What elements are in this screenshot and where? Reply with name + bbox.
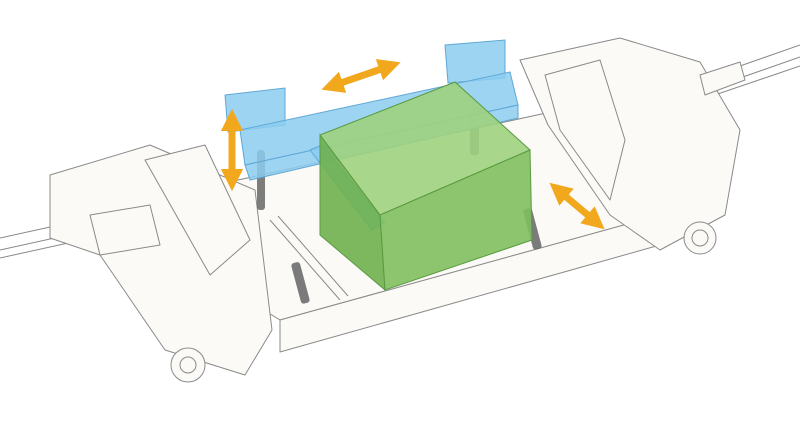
left-end-block — [49, 144, 273, 383]
motion-arrows — [220, 59, 605, 230]
payload-box — [319, 81, 533, 292]
double-arrow-icon — [321, 59, 401, 93]
right-end-block — [519, 37, 746, 255]
double-arrow-icon — [549, 182, 605, 230]
